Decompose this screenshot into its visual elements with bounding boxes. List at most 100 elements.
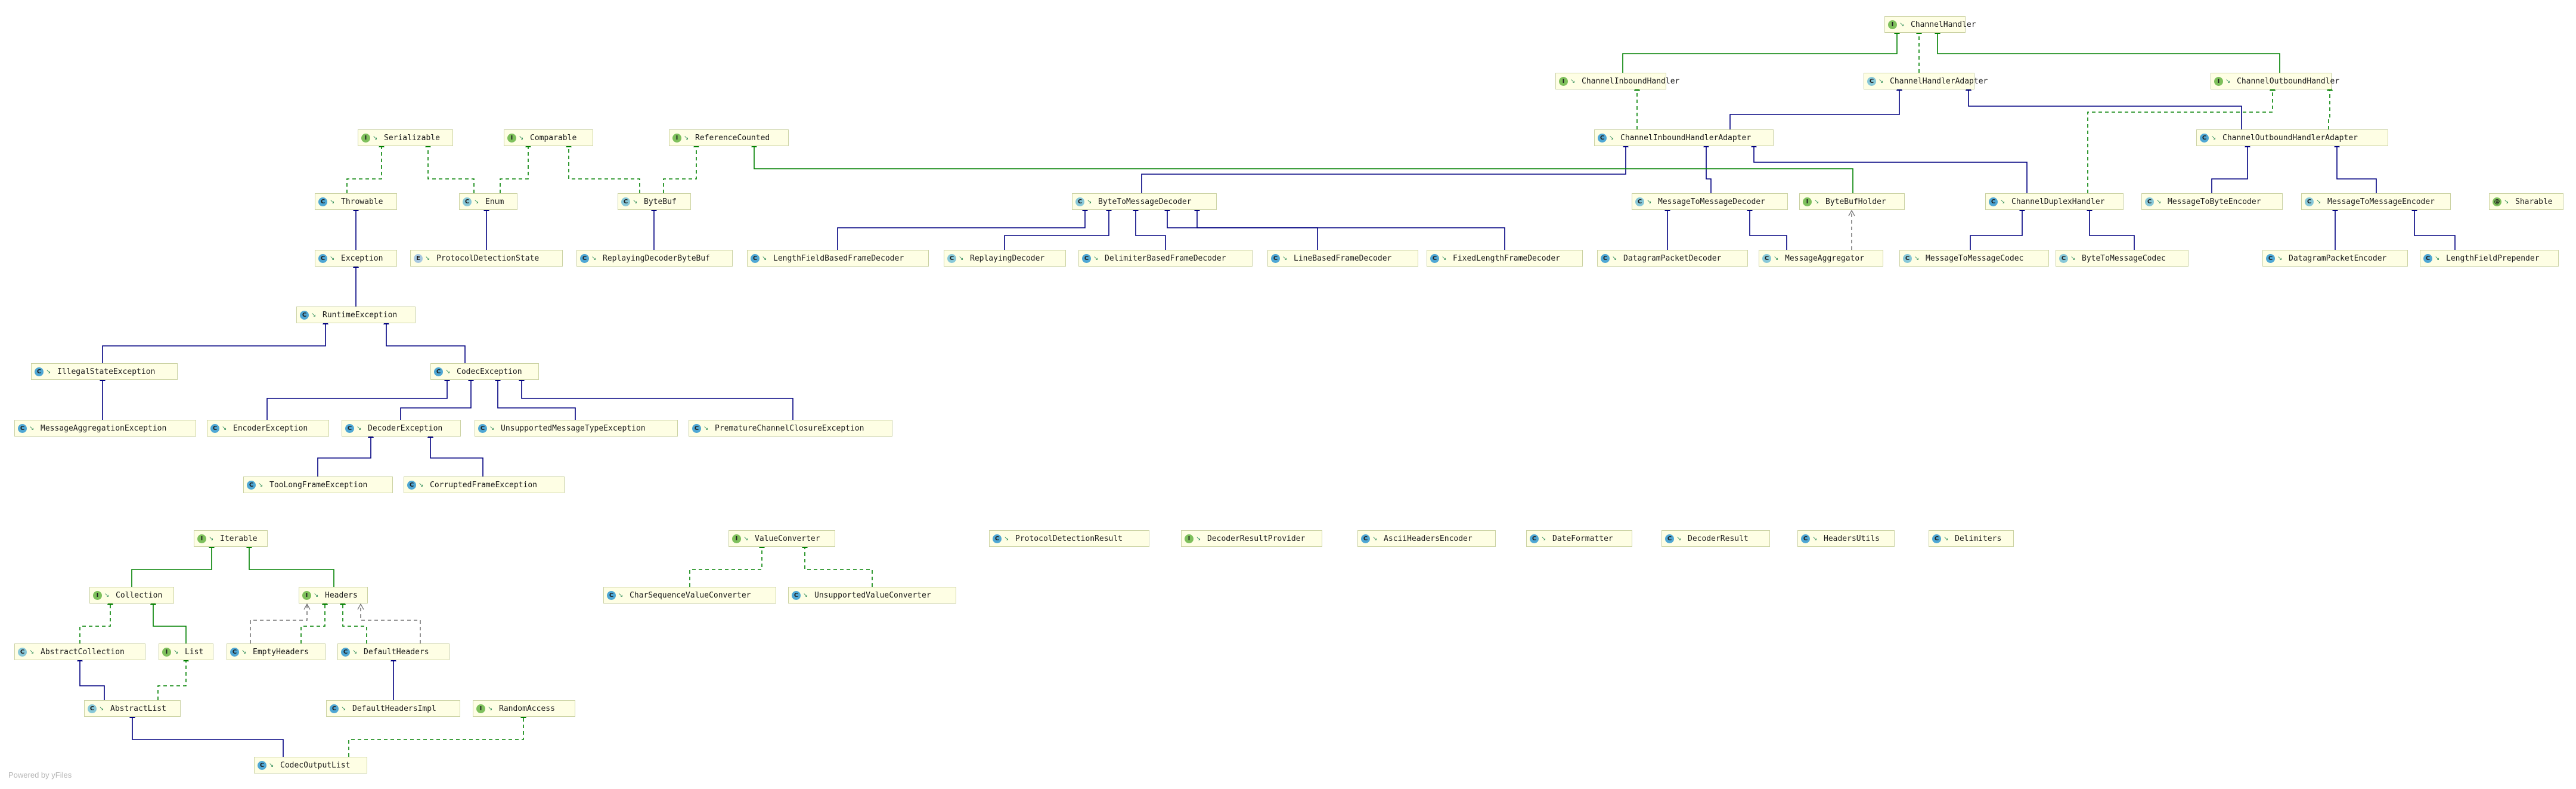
node-replaying-decoder-byte-buf[interactable]: C↘ReplayingDecoderByteBuf: [576, 250, 733, 267]
node-throwable[interactable]: C↘Throwable: [315, 193, 397, 210]
node-label: MessageToMessageDecoder: [1658, 197, 1766, 206]
node-encoder-exception[interactable]: C↘EncoderException: [207, 420, 329, 437]
node-collection[interactable]: I↘Collection: [89, 587, 174, 604]
node-serializable[interactable]: I↘Serializable: [358, 129, 453, 146]
node-date-formatter[interactable]: C↘DateFormatter: [1526, 530, 1632, 547]
node-sharable[interactable]: @↘Sharable: [2489, 193, 2563, 210]
node-channel-duplex-handler[interactable]: C↘ChannelDuplexHandler: [1985, 193, 2124, 210]
abstract-kind-icon: C: [18, 647, 27, 657]
node-iterable[interactable]: I↘Iterable: [194, 530, 268, 547]
interface-kind-icon: I: [162, 647, 171, 657]
node-channel-outbound-handler-adapter[interactable]: C↘ChannelOutboundHandlerAdapter: [2196, 129, 2388, 146]
public-visibility-icon: ↘: [445, 368, 451, 375]
node-message-aggregation-exception[interactable]: C↘MessageAggregationException: [14, 420, 196, 437]
node-channel-inbound-handler-adapter[interactable]: C↘ChannelInboundHandlerAdapter: [1594, 129, 1774, 146]
public-visibility-icon: ↘: [311, 311, 317, 318]
node-label: Exception: [341, 253, 383, 263]
node-headers[interactable]: I↘Headers: [299, 587, 368, 604]
node-message-to-message-codec[interactable]: C↘MessageToMessageCodec: [1899, 250, 2049, 267]
public-visibility-icon: ↘: [2504, 198, 2509, 205]
node-corrupted-frame-exception[interactable]: C↘CorruptedFrameException: [404, 477, 565, 493]
interface-kind-icon: I: [2214, 76, 2223, 86]
node-length-field-based-frame-decoder[interactable]: C↘LengthFieldBasedFrameDecoder: [747, 250, 929, 267]
node-default-headers[interactable]: C↘DefaultHeaders: [337, 643, 450, 660]
node-channel-outbound-handler[interactable]: I↘ChannelOutboundHandler: [2211, 73, 2339, 89]
public-visibility-icon: ↘: [419, 481, 424, 488]
extends-edge-illegal-state-exception-to-runtime-exception: [102, 318, 328, 363]
node-illegal-state-exception[interactable]: C↘IllegalStateException: [31, 363, 178, 380]
node-protocol-detection-result[interactable]: C↘ProtocolDetectionResult: [989, 530, 1149, 547]
extends-edge-premature-channel-closure-exception-to-codec-exception: [519, 375, 793, 420]
node-default-headers-impl[interactable]: C↘DefaultHeadersImpl: [326, 700, 460, 717]
node-message-to-message-encoder[interactable]: C↘MessageToMessageEncoder: [2301, 193, 2451, 210]
node-label: ChannelHandlerAdapter: [1890, 76, 1988, 86]
node-byte-buf-holder[interactable]: I↘ByteBufHolder: [1799, 193, 1905, 210]
public-visibility-icon: ↘: [341, 705, 346, 712]
node-unsupported-value-converter[interactable]: C↘UnsupportedValueConverter: [788, 587, 956, 604]
node-label: CodecOutputList: [280, 760, 351, 770]
node-premature-channel-closure-exception[interactable]: C↘PrematureChannelClosureException: [689, 420, 892, 437]
node-byte-to-message-decoder[interactable]: C↘ByteToMessageDecoder: [1072, 193, 1217, 210]
abstract-kind-icon: C: [2305, 197, 2314, 206]
interface-kind-icon: I: [1803, 197, 1812, 206]
node-too-long-frame-exception[interactable]: C↘TooLongFrameException: [243, 477, 393, 493]
node-enum[interactable]: C↘Enum: [459, 193, 517, 210]
node-line-based-frame-decoder[interactable]: C↘LineBasedFrameDecoder: [1267, 250, 1418, 267]
class-kind-icon: C: [1361, 534, 1370, 543]
node-message-aggregator[interactable]: C↘MessageAggregator: [1759, 250, 1883, 267]
extends-edge-message-to-message-decoder-to-channel-inbound-handler-adapter: [1703, 141, 1712, 193]
node-list[interactable]: I↘List: [159, 643, 213, 660]
node-channel-handler-adapter[interactable]: C↘ChannelHandlerAdapter: [1864, 73, 1988, 89]
node-value-converter[interactable]: I↘ValueConverter: [729, 530, 835, 547]
node-headers-utils[interactable]: C↘HeadersUtils: [1797, 530, 1895, 547]
node-message-to-byte-encoder[interactable]: C↘MessageToByteEncoder: [2141, 193, 2283, 210]
public-visibility-icon: ↘: [2316, 198, 2321, 205]
node-datagram-packet-encoder[interactable]: C↘DatagramPacketEncoder: [2262, 250, 2408, 267]
node-codec-output-list[interactable]: C↘CodecOutputList: [254, 757, 367, 773]
node-fixed-length-frame-decoder[interactable]: C↘FixedLengthFrameDecoder: [1427, 250, 1583, 267]
node-empty-headers[interactable]: C↘EmptyHeaders: [227, 643, 326, 660]
node-message-to-message-decoder[interactable]: C↘MessageToMessageDecoder: [1632, 193, 1788, 210]
public-visibility-icon: ↘: [357, 425, 362, 432]
node-codec-exception[interactable]: C↘CodecException: [430, 363, 539, 380]
node-decoder-result-provider[interactable]: I↘DecoderResultProvider: [1181, 530, 1322, 547]
node-delimiter-based-frame-decoder[interactable]: C↘DelimiterBasedFrameDecoder: [1078, 250, 1253, 267]
node-exception[interactable]: C↘Exception: [315, 250, 397, 267]
class-kind-icon: C: [1932, 534, 1941, 543]
node-abstract-collection[interactable]: C↘AbstractCollection: [14, 643, 145, 660]
node-byte-buf[interactable]: C↘ByteBuf: [618, 193, 691, 210]
node-comparable[interactable]: I↘Comparable: [504, 129, 593, 146]
node-length-field-prepender[interactable]: C↘LengthFieldPrepender: [2420, 250, 2559, 267]
node-abstract-list[interactable]: C↘AbstractList: [84, 700, 181, 717]
implements-edge-unsupported-value-converter-to-value-converter: [802, 542, 873, 587]
extends-edge-byte-to-message-codec-to-channel-duplex-handler: [2087, 205, 2135, 250]
node-replaying-decoder[interactable]: C↘ReplayingDecoder: [944, 250, 1066, 267]
node-label: Comparable: [530, 133, 577, 143]
node-unsupported-message-type-exception[interactable]: C↘UnsupportedMessageTypeException: [475, 420, 678, 437]
node-label: DecoderResultProvider: [1207, 534, 1306, 543]
class-kind-icon: C: [1801, 534, 1810, 543]
node-delimiters[interactable]: C↘Delimiters: [1929, 530, 2014, 547]
node-decoder-result[interactable]: C↘DecoderResult: [1661, 530, 1770, 547]
node-runtime-exception[interactable]: C↘RuntimeException: [296, 307, 416, 323]
node-label: ChannelDuplexHandler: [2011, 197, 2105, 206]
node-ascii-headers-encoder[interactable]: C↘AsciiHeadersEncoder: [1357, 530, 1496, 547]
abstract-kind-icon: C: [1762, 253, 1771, 263]
implements-edge-byte-buf-to-comparable: [566, 141, 640, 193]
interface-kind-icon: I: [1185, 534, 1194, 543]
node-random-access[interactable]: I↘RandomAccess: [473, 700, 575, 717]
public-visibility-icon: ↘: [258, 481, 264, 488]
node-byte-to-message-codec[interactable]: C↘ByteToMessageCodec: [2056, 250, 2188, 267]
node-protocol-detection-state[interactable]: E↘ProtocolDetectionState: [410, 250, 563, 267]
node-datagram-packet-decoder[interactable]: C↘DatagramPacketDecoder: [1597, 250, 1748, 267]
node-channel-inbound-handler[interactable]: I↘ChannelInboundHandler: [1555, 73, 1679, 89]
class-kind-icon: C: [2266, 253, 2275, 263]
node-decoder-exception[interactable]: C↘DecoderException: [342, 420, 461, 437]
public-visibility-icon: ↘: [330, 255, 335, 262]
node-channel-handler[interactable]: I↘ChannelHandler: [1884, 16, 1976, 33]
node-reference-counted[interactable]: I↘ReferenceCounted: [669, 129, 789, 146]
implements-edge-byte-buf-to-reference-counted: [663, 141, 699, 193]
public-visibility-icon: ↘: [29, 648, 35, 655]
node-char-sequence-value-converter[interactable]: C↘CharSequenceValueConverter: [603, 587, 776, 604]
public-visibility-icon: ↘: [99, 705, 104, 712]
